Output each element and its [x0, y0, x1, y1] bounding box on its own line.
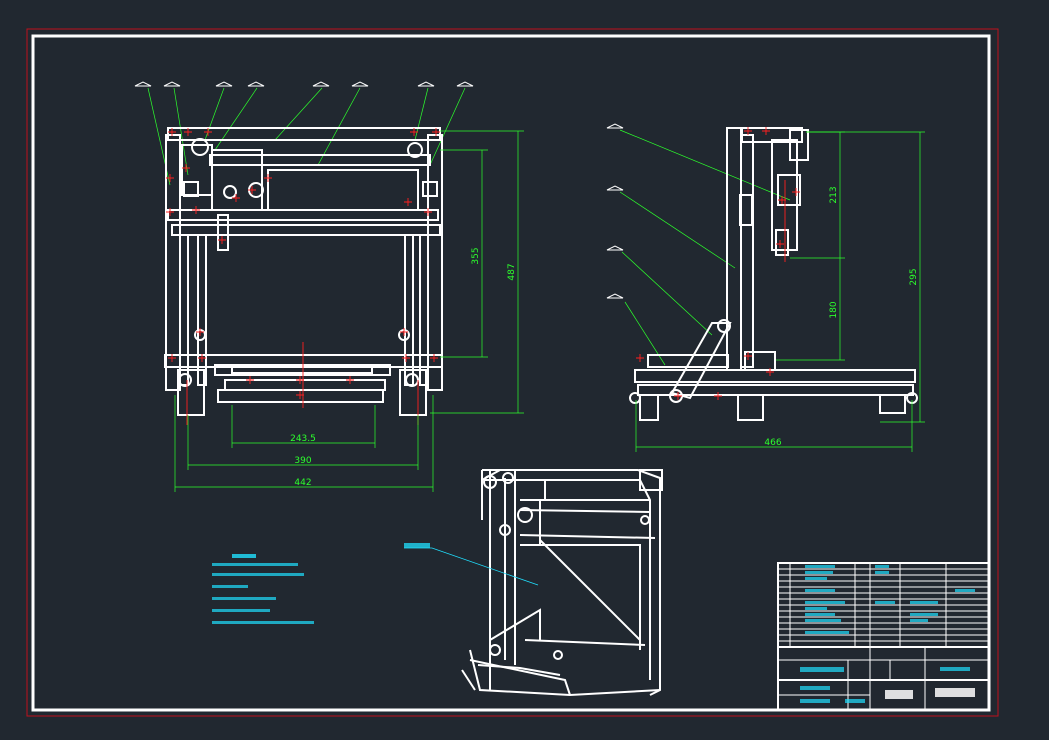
dim-side-depth: 466	[764, 438, 781, 448]
dim-front-total-height: 487	[507, 263, 517, 280]
side-view[interactable]: 213 180 295 466	[606, 123, 925, 452]
drawing-frame	[31, 34, 991, 712]
title-block[interactable]	[777, 562, 990, 711]
side-centerlines	[636, 127, 800, 400]
dim-side-total-height: 295	[909, 268, 919, 285]
title-block-large-text	[885, 688, 975, 699]
dim-front-inner-width: 390	[294, 456, 311, 466]
title-block-text-blocks	[800, 565, 975, 703]
front-dimensions: 355 487 243.5 390 442	[174, 130, 524, 492]
side-dimensions: 213 180 295 466	[635, 131, 925, 452]
side-view-leaders	[606, 123, 791, 366]
technical-notes	[212, 554, 314, 624]
dim-side-upper: 213	[829, 186, 839, 203]
isometric-frame-geometry	[461, 469, 663, 697]
dim-side-lower: 180	[829, 301, 839, 318]
dim-front-inner-height: 355	[471, 247, 481, 264]
title-block-lines	[777, 562, 990, 711]
isometric-view[interactable]	[404, 469, 663, 697]
front-view[interactable]: 355 487 243.5 390 442	[134, 81, 524, 492]
sheet-outer-border	[26, 28, 999, 717]
front-frame-geometry	[164, 127, 443, 416]
isometric-label-leader	[404, 543, 539, 586]
dim-front-total-width: 442	[294, 478, 311, 488]
dim-front-bed-width: 243.5	[290, 434, 316, 444]
side-frame-geometry	[629, 127, 918, 421]
front-centerlines	[166, 128, 440, 425]
